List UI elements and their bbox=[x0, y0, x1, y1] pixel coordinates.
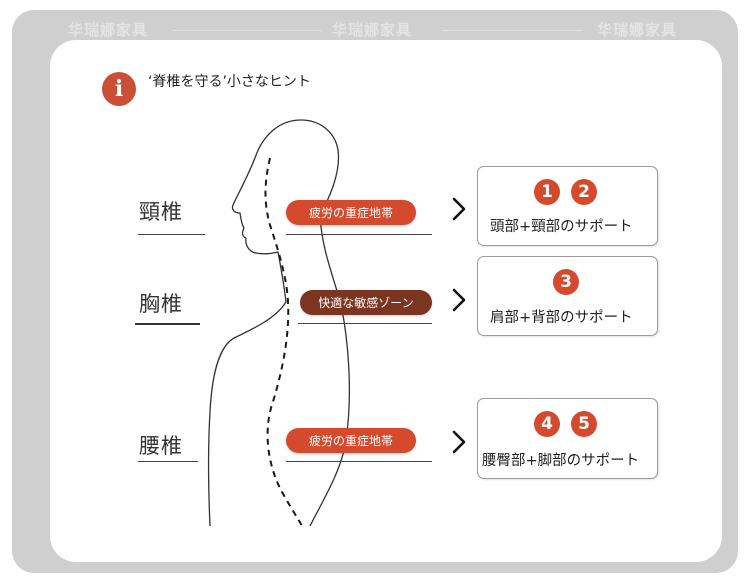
watermark: 华瑞娜家具 bbox=[68, 21, 149, 39]
label-underline bbox=[138, 234, 205, 235]
label-cervical: 頸椎 bbox=[139, 200, 183, 224]
pill-underline bbox=[286, 461, 432, 462]
watermark: 华瑞娜家具 bbox=[332, 21, 413, 39]
chevron-right-icon bbox=[452, 288, 466, 312]
spine-line bbox=[264, 157, 303, 527]
content-card: i ‘脊椎を守る’小さなヒント 頸椎 疲労の重症地帯 1 2 頭部+頸部のサポー… bbox=[50, 40, 722, 562]
info-icon: i bbox=[102, 72, 136, 106]
chevron-right-icon bbox=[452, 197, 466, 221]
pill-underline bbox=[298, 323, 432, 324]
number-badge: 1 bbox=[534, 179, 560, 205]
label-underline bbox=[138, 461, 198, 462]
watermark: 华瑞娜家具 bbox=[597, 21, 678, 39]
zone-pill-lumbar: 疲労の重症地帯 bbox=[286, 428, 416, 453]
outer-frame: 华瑞娜家具 华瑞娜家具 华瑞娜家具 i ‘脊椎を守る’小さなヒント 頸椎 疲労の… bbox=[12, 10, 738, 573]
support-text: 腰臀部+脚部のサポート bbox=[482, 453, 640, 469]
header-title: ‘脊椎を守る’小さなヒント bbox=[148, 74, 311, 90]
support-text: 肩部+背部のサポート bbox=[490, 310, 633, 326]
zone-pill-thoracic: 快適な敏感ゾーン bbox=[300, 290, 432, 315]
support-box-head-neck: 1 2 頭部+頸部のサポート bbox=[477, 166, 658, 246]
chevron-right-icon bbox=[452, 430, 466, 454]
watermark-line bbox=[442, 30, 582, 31]
number-badge: 2 bbox=[571, 179, 597, 205]
support-box-shoulder-back: 3 肩部+背部のサポート bbox=[477, 256, 658, 336]
support-box-waist-legs: 4 5 腰臀部+脚部のサポート bbox=[477, 398, 658, 479]
number-badge: 4 bbox=[534, 411, 560, 437]
label-thoracic: 胸椎 bbox=[139, 292, 183, 316]
number-badge: 5 bbox=[571, 411, 597, 437]
label-lumbar: 腰椎 bbox=[139, 434, 183, 458]
support-text: 頭部+頸部のサポート bbox=[490, 219, 633, 235]
zone-pill-cervical: 疲労の重症地帯 bbox=[286, 200, 416, 225]
pill-underline bbox=[286, 234, 432, 235]
number-badge: 3 bbox=[553, 269, 579, 295]
watermark-line bbox=[172, 30, 322, 31]
label-underline bbox=[135, 323, 200, 325]
